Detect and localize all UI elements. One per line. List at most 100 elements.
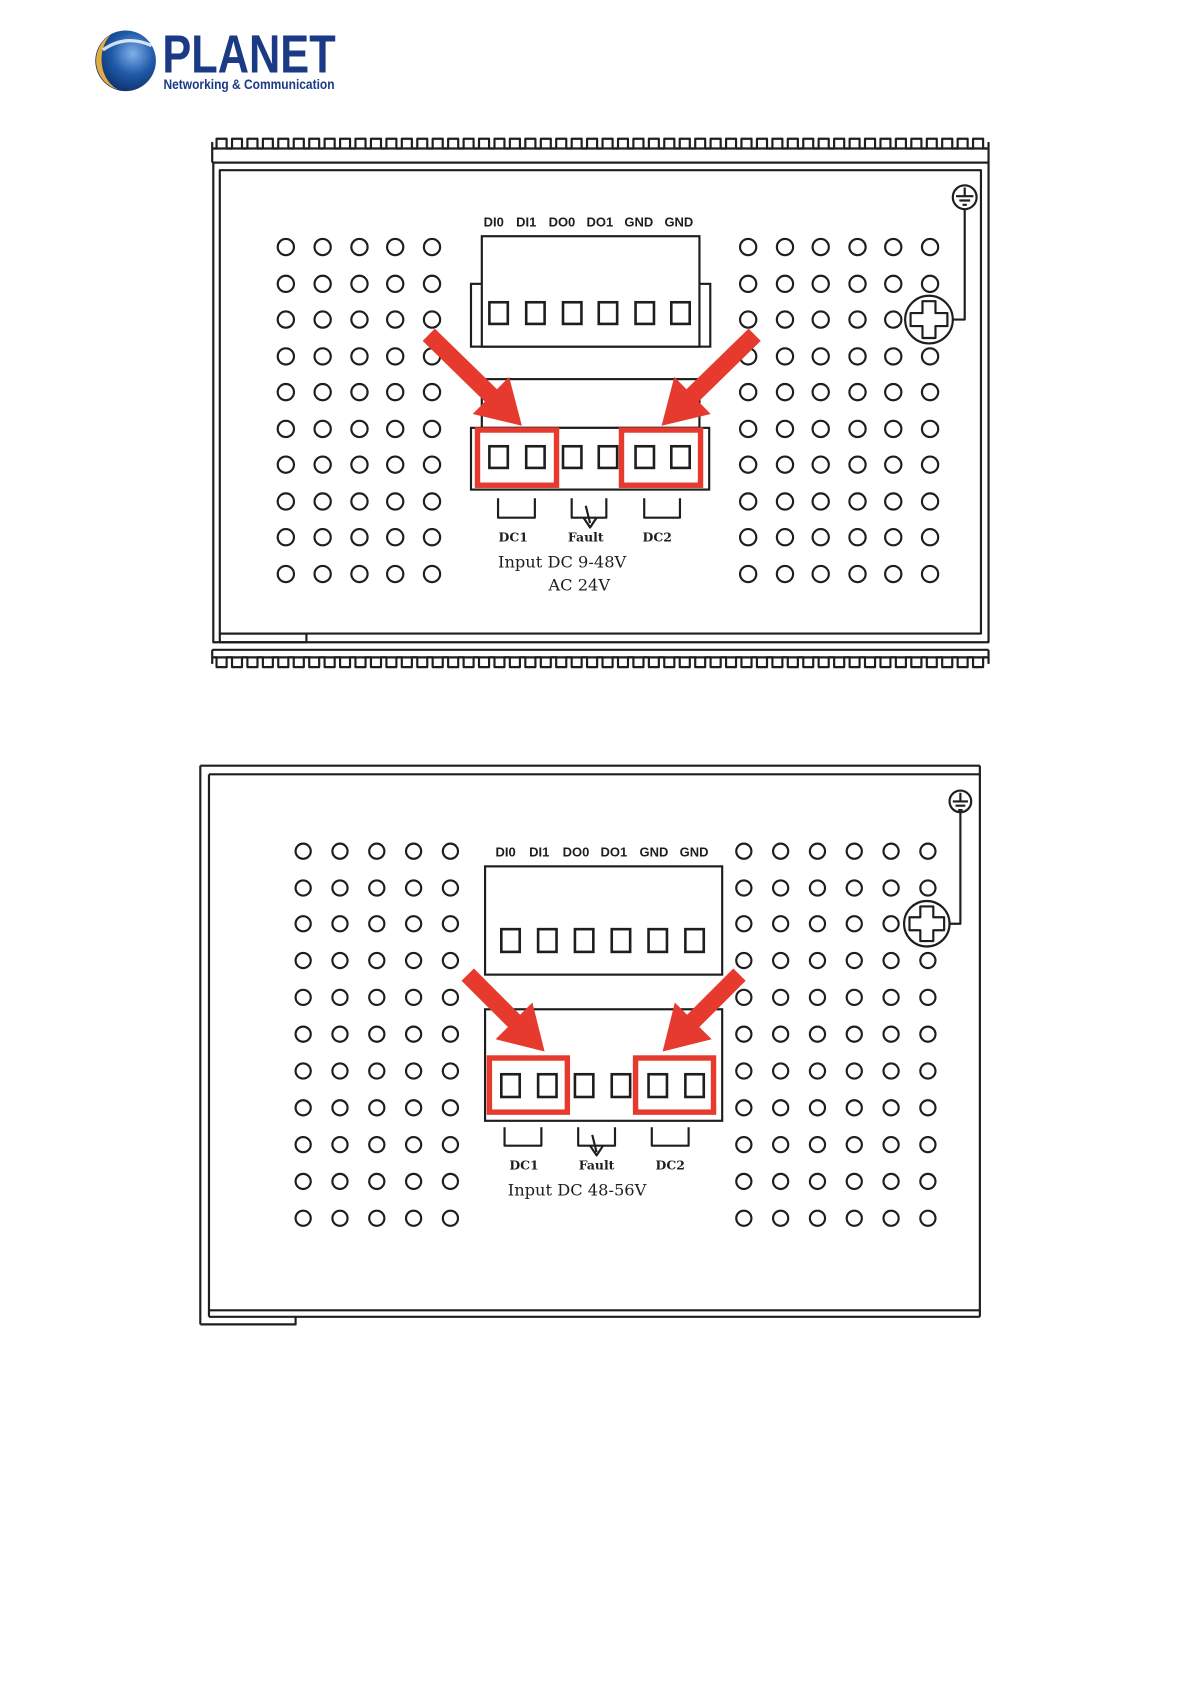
label-fault: Fault [579, 1158, 615, 1173]
terminal-pin [538, 1074, 556, 1097]
vent-hole [740, 566, 756, 582]
vent-hole [296, 1063, 311, 1078]
vent-hole [369, 1211, 384, 1226]
vent-hole [773, 916, 788, 931]
vent-hole [884, 1137, 899, 1152]
terminal-pin [649, 1074, 667, 1097]
bottom-din-rail [212, 650, 988, 667]
label-dc1: DC1 [509, 1158, 538, 1173]
planet-logo: PLANET Networking & Communication [95, 25, 335, 92]
terminal-pin [501, 1074, 519, 1097]
vent-hole [387, 421, 403, 437]
vent-hole [315, 566, 331, 582]
vent-hole [424, 566, 440, 582]
vent-hole [740, 239, 756, 255]
vent-hole [443, 916, 458, 931]
vent-hole [443, 1100, 458, 1115]
vent-hole [296, 880, 311, 895]
ground-screw-icon [904, 901, 949, 946]
vent-hole [332, 1027, 347, 1042]
vent-hole [443, 1211, 458, 1226]
vent-hole [296, 1137, 311, 1152]
vent-hole [810, 1174, 825, 1189]
vent-hole [736, 990, 751, 1005]
vent-hole [424, 276, 440, 292]
vent-hole [736, 1211, 751, 1226]
terminal-pin [599, 446, 617, 468]
vent-hole [813, 457, 829, 473]
vent-hole [736, 1137, 751, 1152]
vent-hole [315, 421, 331, 437]
vent-hole [885, 493, 901, 509]
vent-hole [278, 239, 294, 255]
vent-hole [351, 421, 367, 437]
vent-hole [884, 953, 899, 968]
vent-hole [387, 348, 403, 364]
vent-hole [884, 990, 899, 1005]
vent-hole [847, 880, 862, 895]
vent-hole [736, 1174, 751, 1189]
vent-hole [369, 1174, 384, 1189]
vent-hole [810, 880, 825, 895]
vent-hole [773, 1211, 788, 1226]
vent-hole [387, 566, 403, 582]
vent-hole [315, 384, 331, 400]
terminal-housing [482, 236, 700, 346]
vent-hole [885, 457, 901, 473]
io-terminal-block: DI0 DI1 DO0 DO1 GND GND [471, 214, 710, 346]
io-label-di1: DI1 [516, 214, 536, 229]
vent-hole [406, 880, 421, 895]
vent-hole [810, 1027, 825, 1042]
vent-hole [885, 311, 901, 327]
vent-hole [922, 348, 938, 364]
vent-hole [740, 311, 756, 327]
vent-hole [849, 239, 865, 255]
vent-hole [424, 311, 440, 327]
vent-grid-right [736, 844, 935, 1226]
vent-hole [369, 1100, 384, 1115]
vent-hole [296, 916, 311, 931]
terminal-pin [538, 929, 556, 952]
vent-hole [351, 529, 367, 545]
terminal-pin [563, 446, 581, 468]
vent-hole [278, 529, 294, 545]
vent-hole [424, 239, 440, 255]
vent-hole [885, 276, 901, 292]
terminal-pin [636, 446, 654, 468]
vent-hole [884, 1100, 899, 1115]
label-dc2: DC2 [643, 530, 672, 545]
terminal-pin [685, 1074, 703, 1097]
vent-hole [315, 493, 331, 509]
vent-grid-left [278, 239, 440, 582]
vent-hole [315, 348, 331, 364]
vent-hole [847, 990, 862, 1005]
dc2-bracket [652, 1127, 689, 1145]
terminal-pin [649, 929, 667, 952]
vent-hole [278, 457, 294, 473]
vent-hole [885, 239, 901, 255]
vent-hole [387, 493, 403, 509]
vent-hole [920, 1211, 935, 1226]
vent-hole [278, 421, 294, 437]
vent-hole [278, 348, 294, 364]
vent-hole [920, 1100, 935, 1115]
vent-hole [351, 493, 367, 509]
terminal-pin [526, 302, 544, 324]
heatsink-fins [214, 139, 986, 149]
vent-hole [884, 1063, 899, 1078]
vent-hole [387, 276, 403, 292]
terminal-pin [489, 302, 507, 324]
vent-hole [332, 1100, 347, 1115]
logo-wordmark: PLANET [162, 25, 335, 85]
vent-hole [813, 384, 829, 400]
device-top-view-diagram-2: DI0 DI1 DO0 DO1 GND GND DC1 Fault DC2 In… [200, 766, 980, 1325]
vent-hole [315, 239, 331, 255]
top-din-rail [212, 139, 988, 163]
io-label-di0: DI0 [484, 214, 504, 229]
vent-hole [773, 1174, 788, 1189]
vent-hole [296, 1211, 311, 1226]
vent-hole [332, 1211, 347, 1226]
vent-hole [369, 1137, 384, 1152]
vent-hole [847, 1027, 862, 1042]
